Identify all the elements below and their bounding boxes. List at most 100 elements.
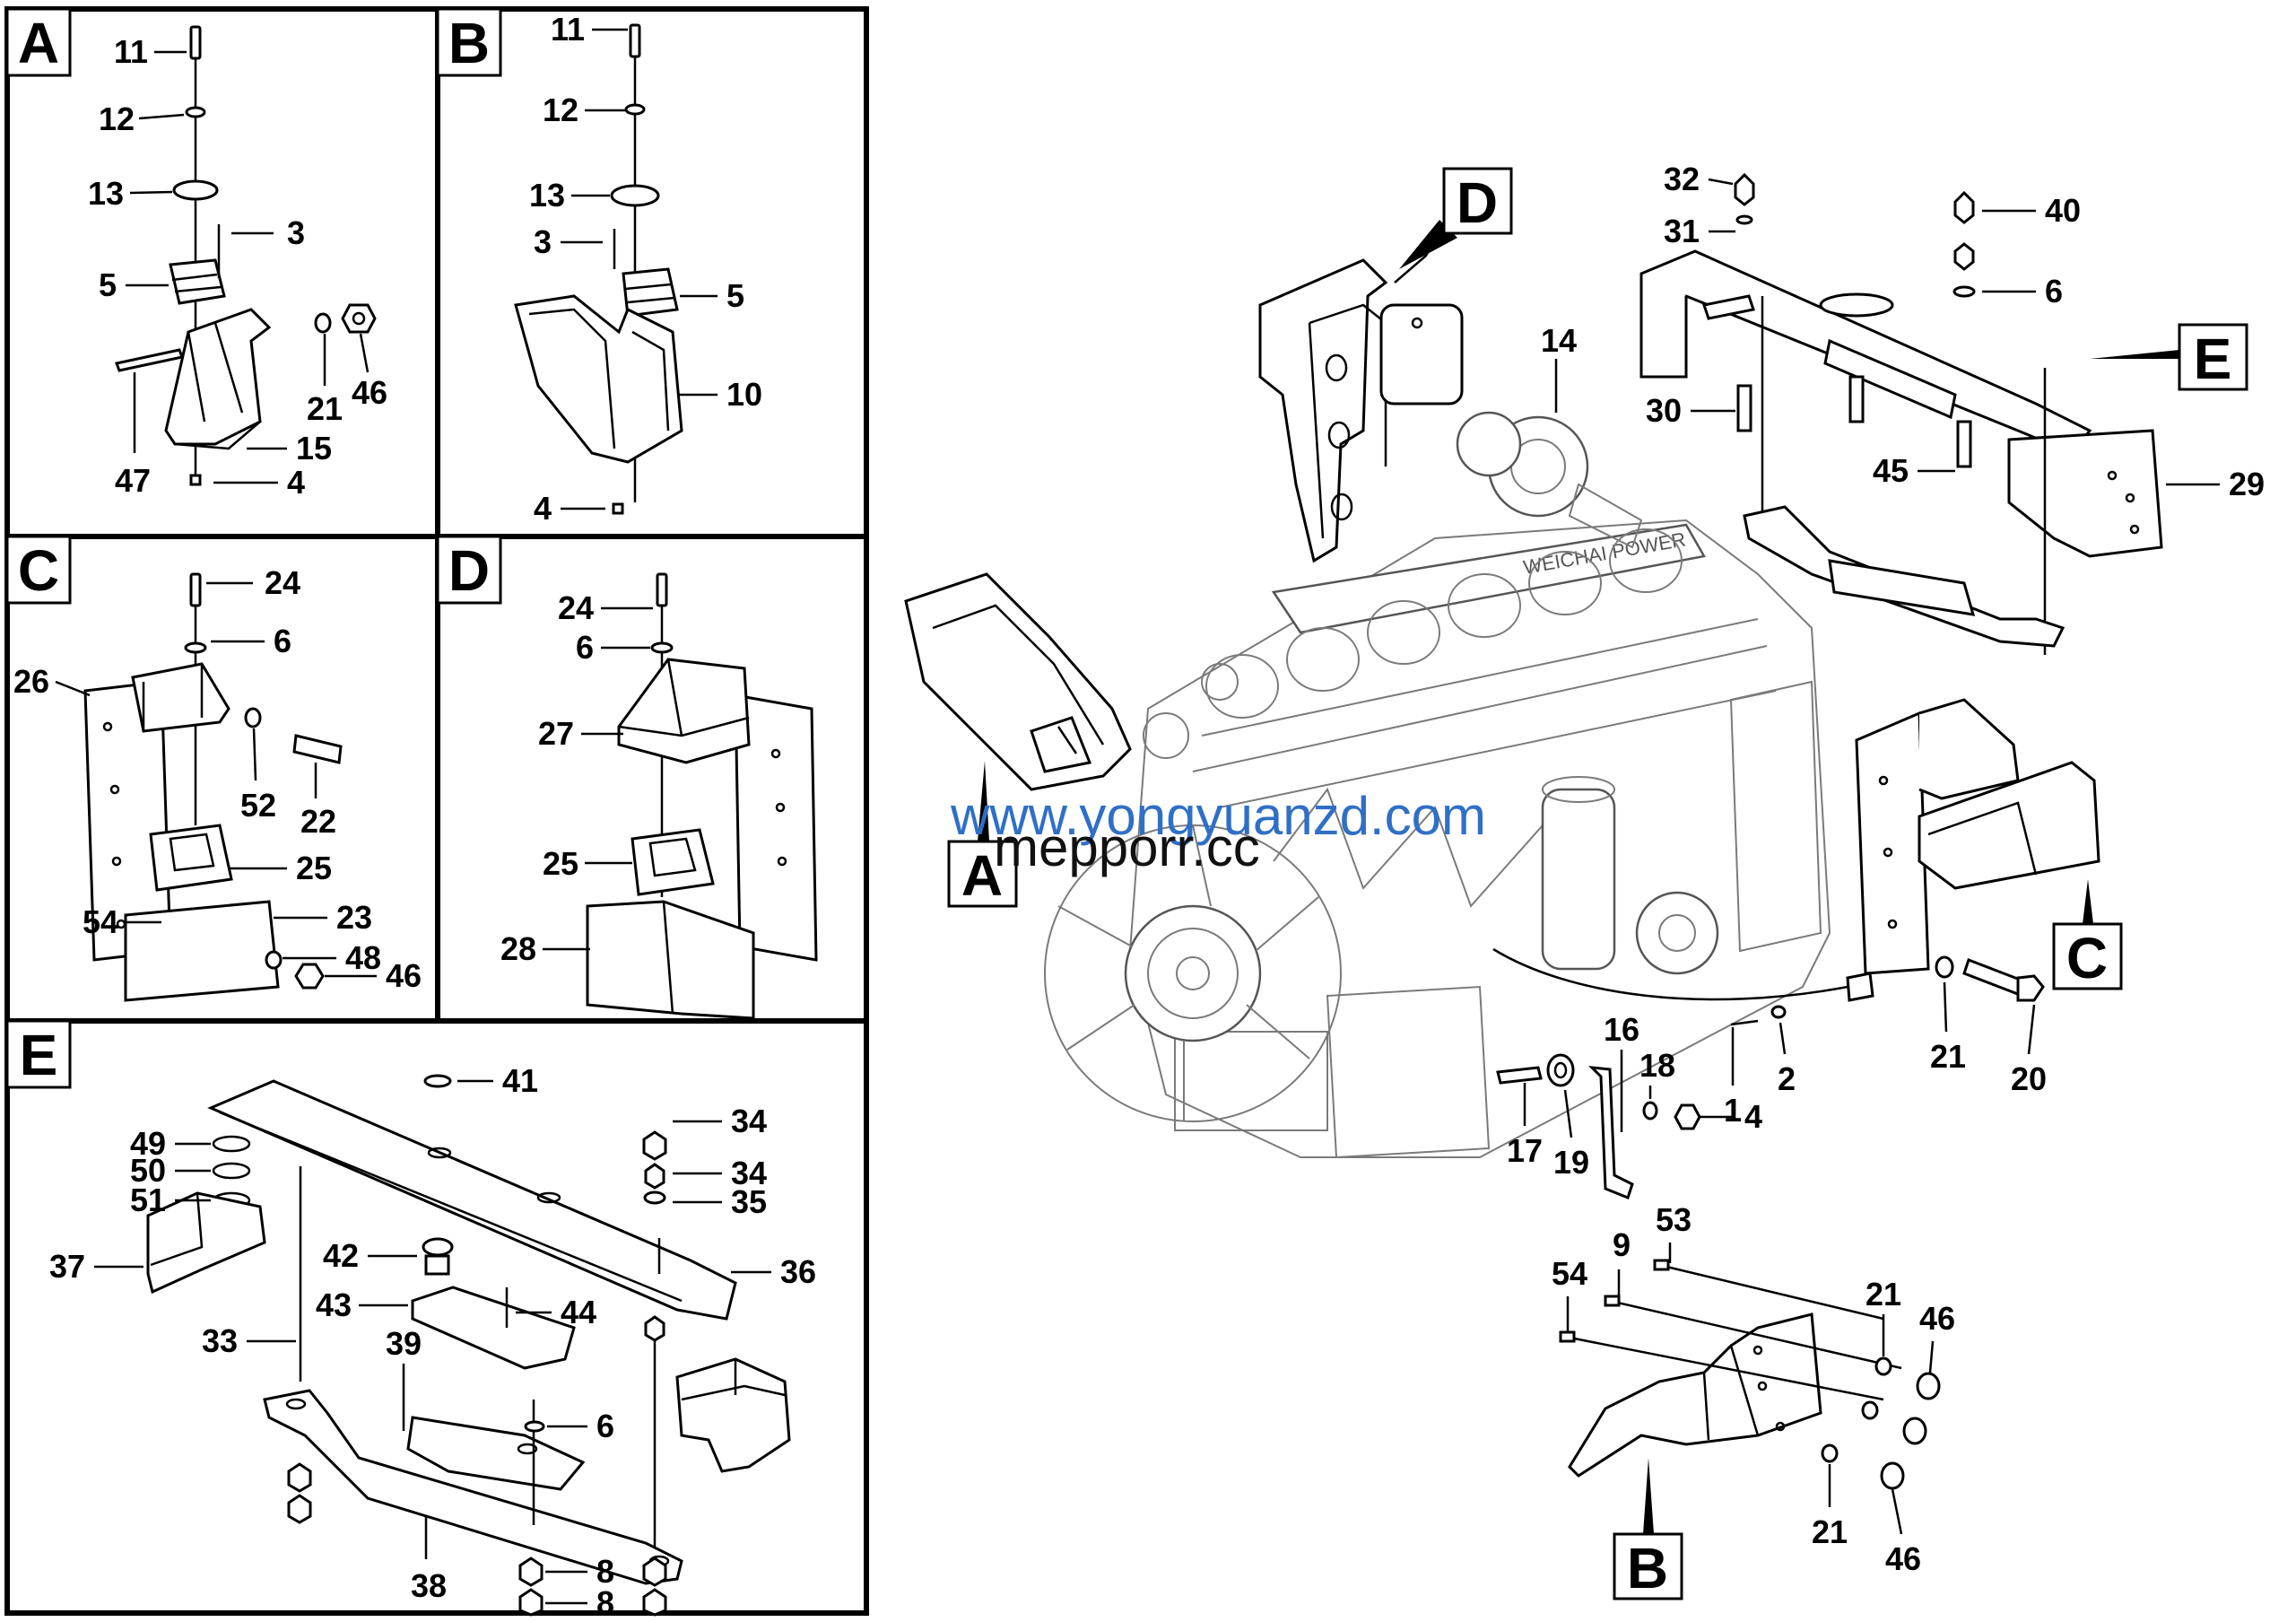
callout-12-b: 12 <box>543 92 578 128</box>
callout-15: 15 <box>296 430 332 467</box>
callout-20: 20 <box>2011 1060 2047 1097</box>
callout-36: 36 <box>780 1253 816 1290</box>
callout-46-b-bottom: 46 <box>1885 1540 1921 1577</box>
callout-box-e: E <box>2194 327 2232 391</box>
callout-8: 8 <box>596 1584 614 1621</box>
callout-44: 44 <box>561 1294 596 1330</box>
callout-box-c: C <box>2066 926 2108 990</box>
panel-b-parts <box>514 23 683 515</box>
callout-38: 38 <box>411 1567 447 1604</box>
callout-4-a: 4 <box>287 464 305 501</box>
callout-21-b-bottom: 21 <box>1812 1513 1848 1550</box>
callout-18: 18 <box>1639 1047 1675 1084</box>
main-callout-boxes: D E A C B <box>947 167 2248 1600</box>
callout-43: 43 <box>316 1286 352 1323</box>
callout-34-top: 34 <box>731 1103 767 1139</box>
panel-e-letter: E <box>20 1023 58 1087</box>
panel-b-labels: 11 12 13 3 5 10 4 <box>529 11 762 527</box>
callout-32: 32 <box>1664 161 1700 197</box>
callout-52: 52 <box>240 787 276 824</box>
panel-e-parts <box>146 1074 791 1617</box>
callout-30: 30 <box>1646 392 1682 429</box>
callout-11: 11 <box>114 33 148 70</box>
callout-35: 35 <box>731 1183 767 1220</box>
callout-33: 33 <box>202 1322 238 1359</box>
callout-2: 2 <box>1778 1060 1796 1097</box>
callout-13-b: 13 <box>529 177 565 214</box>
callout-31: 31 <box>1664 213 1700 249</box>
callout-45: 45 <box>1873 452 1909 489</box>
engine-illustration: WEICHAI POWER <box>1044 411 1874 1159</box>
watermark-brand: mepporr.cc <box>994 817 1260 877</box>
panel-a-parts <box>114 25 377 486</box>
callout-51: 51 <box>130 1182 166 1218</box>
callout-41: 41 <box>502 1062 538 1099</box>
callout-5: 5 <box>99 266 117 303</box>
panel-d-letter: D <box>448 538 490 603</box>
callout-9: 9 <box>1613 1226 1631 1263</box>
main-labels: 14 32 40 31 6 30 45 29 16 18 1 2 17 19 4… <box>1507 161 2265 1577</box>
callout-13: 13 <box>88 175 124 212</box>
callout-29: 29 <box>2229 466 2265 502</box>
panel-frames <box>4 6 869 1616</box>
callout-box-d: D <box>1457 170 1498 235</box>
callout-22: 22 <box>300 803 336 840</box>
main-bracket-b <box>1559 1259 1941 1490</box>
callout-box-a: A <box>961 843 1003 908</box>
callout-48: 48 <box>345 939 381 976</box>
callout-46: 46 <box>352 374 387 411</box>
callout-28: 28 <box>500 930 536 967</box>
callout-47: 47 <box>115 462 151 499</box>
callout-54-c: 54 <box>83 903 118 940</box>
callout-24-d: 24 <box>558 589 594 626</box>
callout-5-b: 5 <box>726 277 744 314</box>
callout-16: 16 <box>1604 1011 1639 1048</box>
callout-19: 19 <box>1553 1144 1589 1181</box>
panel-letter-boxes: A B C D E <box>5 7 502 1089</box>
callout-21: 21 <box>307 390 343 427</box>
callout-39: 39 <box>386 1325 422 1362</box>
callout-49: 49 <box>130 1125 166 1162</box>
panel-e-labels: 41 34 34 35 49 50 51 37 42 43 44 36 33 3… <box>49 1062 816 1621</box>
callout-21-c-main: 21 <box>1930 1038 1966 1075</box>
main-small-hardware <box>1496 1005 1787 1199</box>
callout-8-top: 8 <box>596 1553 614 1590</box>
callout-50: 50 <box>130 1152 166 1189</box>
callout-17: 17 <box>1507 1132 1543 1169</box>
callout-4-b: 4 <box>534 490 552 527</box>
callout-6-d: 6 <box>576 629 594 666</box>
callout-37: 37 <box>49 1248 85 1285</box>
callout-25-c: 25 <box>296 850 332 886</box>
callout-10: 10 <box>726 376 762 413</box>
callout-26: 26 <box>13 663 49 700</box>
callout-46-b-top: 46 <box>1919 1300 1955 1337</box>
watermarks: www.yongyuanzd.com mepporr.cc <box>950 786 1486 877</box>
callout-34: 34 <box>731 1155 767 1191</box>
panel-c-labels: 24 6 26 52 22 25 54 23 48 46 <box>13 564 422 994</box>
panel-c-parts <box>83 572 343 1002</box>
main-crossmember-e <box>1639 172 2163 655</box>
callout-6-e: 6 <box>596 1408 614 1444</box>
panel-b-letter: B <box>448 11 490 75</box>
panel-d-parts <box>586 572 818 1020</box>
panel-a-letter: A <box>18 11 59 75</box>
main-bracket-a <box>904 572 1132 791</box>
panel-d-labels: 24 6 27 25 28 <box>500 589 653 967</box>
panel-c-letter: C <box>18 538 59 603</box>
callout-23: 23 <box>336 899 372 936</box>
callout-14: 14 <box>1541 322 1577 359</box>
callout-21-b-top: 21 <box>1866 1276 1901 1312</box>
main-bracket-c <box>1855 698 2100 1002</box>
main-bracket-d <box>1258 258 1464 563</box>
callout-4-main: 4 <box>1744 1098 1762 1135</box>
callout-1: 1 <box>1724 1092 1742 1129</box>
callout-24: 24 <box>265 564 300 601</box>
panel-a-labels: 11 12 13 3 5 21 46 47 15 4 <box>88 33 387 501</box>
callout-42: 42 <box>323 1237 359 1274</box>
callout-25-d: 25 <box>543 845 578 882</box>
callout-40: 40 <box>2045 192 2081 229</box>
callout-3-b: 3 <box>534 223 552 260</box>
callout-54-main: 54 <box>1552 1255 1587 1292</box>
callout-27: 27 <box>538 715 574 752</box>
